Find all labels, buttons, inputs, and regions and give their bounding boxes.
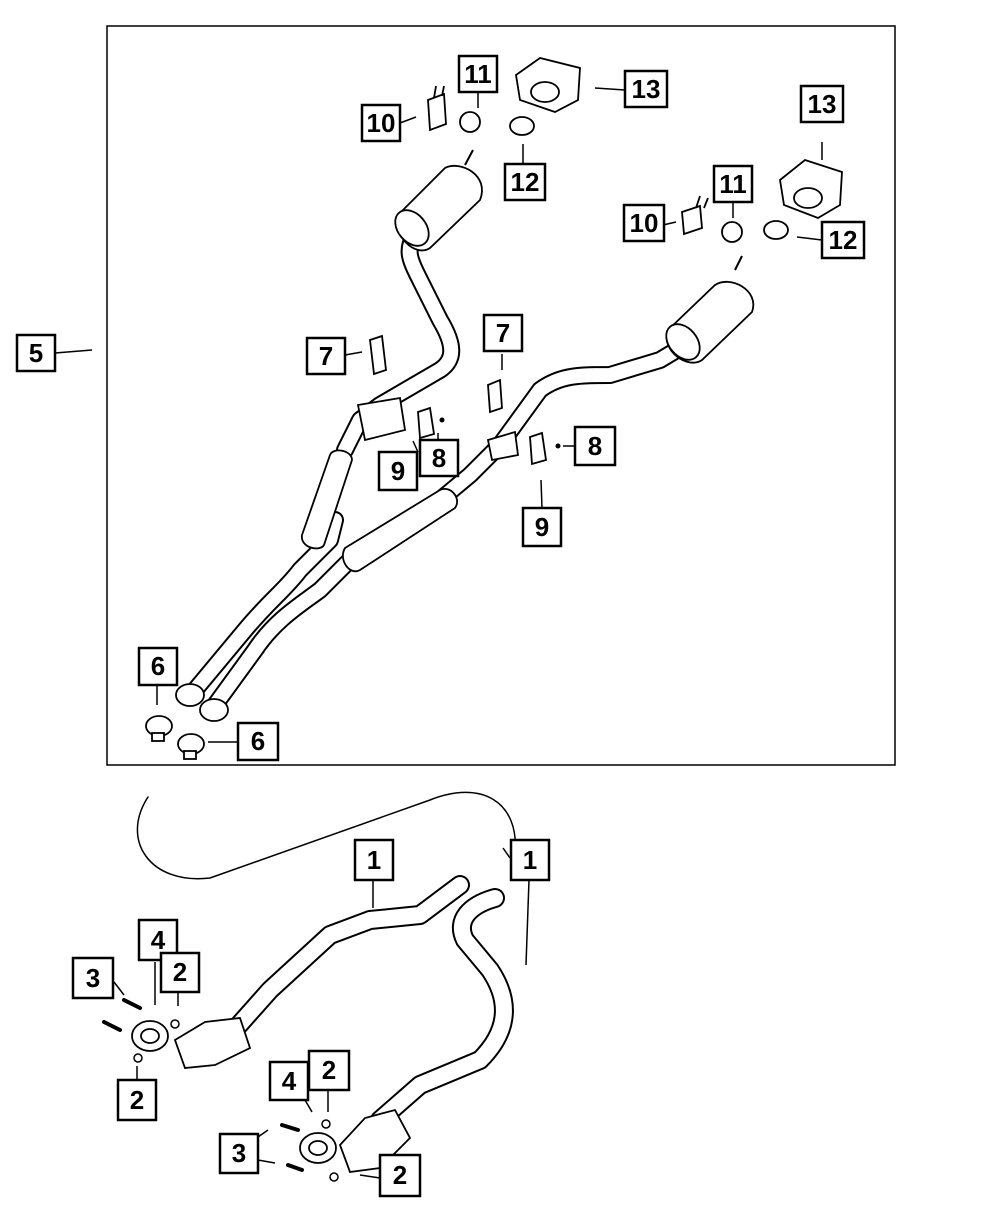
svg-text:13: 13 (632, 74, 661, 104)
svg-text:10: 10 (367, 108, 396, 138)
svg-text:1: 1 (367, 845, 381, 875)
flanges-4 (131, 1020, 337, 1164)
svg-text:7: 7 (496, 318, 510, 348)
svg-text:2: 2 (130, 1085, 144, 1115)
leader-lines (54, 87, 823, 1179)
svg-text:11: 11 (464, 59, 492, 89)
clamp-12-right (763, 220, 789, 240)
callout-13-left: 13 (623, 69, 669, 109)
svg-text:5: 5 (29, 338, 43, 368)
front-pipes (136, 791, 517, 1130)
callout-12-right: 12 (820, 220, 866, 260)
callout-3-lower: 3 (218, 1132, 260, 1175)
callout-11-left: 11 (457, 54, 499, 94)
callout-8-right: 8 (573, 425, 617, 467)
callout-6-top: 6 (137, 646, 179, 687)
callout-3-upper: 3 (71, 956, 115, 1000)
svg-text:4: 4 (151, 925, 166, 955)
nuts-2 (133, 1019, 339, 1182)
callout-12-left: 12 (503, 162, 547, 202)
isolator-11-left (459, 111, 481, 133)
studs-3 (102, 998, 304, 1172)
callout-2-upper-right: 2 (159, 951, 201, 994)
callout-10-left: 10 (360, 103, 402, 143)
exhaust-tips (175, 683, 229, 722)
svg-text:6: 6 (151, 651, 165, 681)
y-pipe-joint (356, 396, 520, 462)
callout-2-lower-right: 2 (378, 1153, 422, 1198)
isolators-9 (417, 406, 548, 466)
right-tip-hardware (681, 158, 843, 243)
clamp-12-left (509, 116, 535, 136)
callout-1-right: 1 (509, 838, 551, 882)
svg-text:4: 4 (282, 1066, 297, 1096)
callout-2-lower-top: 2 (307, 1049, 351, 1092)
svg-text:3: 3 (232, 1138, 246, 1168)
tailpipe-studs (464, 149, 743, 271)
bracket-10-right (681, 204, 703, 236)
svg-text:8: 8 (432, 443, 446, 473)
callout-11-right: 11 (712, 164, 754, 204)
svg-text:2: 2 (173, 957, 187, 987)
left-tip-hardware (427, 57, 581, 136)
callout-9-left: 9 (377, 450, 419, 492)
callouts: 5 10 11 13 12 13 11 10 12 7 7 8 9 8 9 6 … (15, 54, 866, 1198)
callout-4-lower: 4 (268, 1060, 310, 1102)
svg-text:9: 9 (535, 512, 549, 542)
svg-text:10: 10 (630, 208, 659, 238)
cat-right (338, 1108, 412, 1173)
svg-text:6: 6 (251, 726, 265, 756)
clamps-6 (145, 715, 205, 760)
svg-text:2: 2 (393, 1160, 407, 1190)
nuts-8 (439, 417, 561, 449)
svg-text:1: 1 (523, 845, 537, 875)
hangers-7 (369, 334, 503, 414)
svg-text:3: 3 (86, 963, 100, 993)
loop-line (136, 791, 517, 880)
svg-text:8: 8 (588, 431, 602, 461)
callout-7-right: 7 (482, 313, 524, 353)
callout-4-upper: 4 (137, 918, 179, 962)
svg-text:7: 7 (319, 341, 333, 371)
resonators (301, 449, 458, 573)
left-resonator (301, 449, 353, 550)
callout-8-left: 8 (418, 438, 460, 478)
svg-text:13: 13 (808, 89, 837, 119)
front-pipe-right (370, 888, 514, 1130)
callout-6-right: 6 (236, 721, 280, 762)
callout-1-left: 1 (353, 838, 395, 882)
callout-9-right: 9 (521, 506, 563, 548)
callout-13-right: 13 (799, 84, 845, 124)
callout-7-left: 7 (305, 336, 347, 376)
callout-5: 5 (15, 333, 57, 373)
callout-2-upper-bottom: 2 (116, 1078, 158, 1122)
catalytic-converters (173, 1017, 412, 1173)
bracket-10-left (427, 92, 447, 132)
right-pipe-outline (206, 336, 694, 714)
cat-left (173, 1017, 252, 1069)
assembly-5-frame (106, 25, 896, 766)
exhaust-pipes (186, 226, 694, 714)
svg-text:9: 9 (391, 456, 405, 486)
right-resonator (342, 488, 458, 573)
isolator-11-right (721, 221, 743, 243)
svg-text:2: 2 (322, 1055, 336, 1085)
rear-mufflers (394, 165, 755, 364)
svg-text:12: 12 (511, 167, 540, 197)
svg-text:12: 12 (829, 225, 858, 255)
svg-text:11: 11 (719, 169, 747, 199)
callout-10-right: 10 (622, 203, 666, 243)
